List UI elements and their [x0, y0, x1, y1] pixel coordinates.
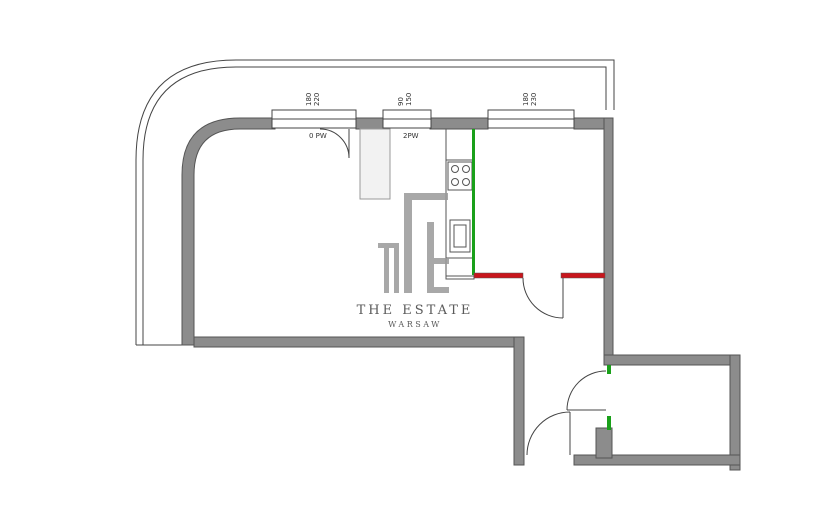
exterior-walls	[181, 117, 741, 471]
window-1-bottom-label: 220	[313, 93, 321, 106]
window-2-bottom-label: 150	[405, 93, 413, 106]
window-3-top-label: 180	[522, 93, 530, 106]
kitchen-unit	[445, 128, 475, 280]
balcony-railing	[135, 59, 615, 346]
window-3-bottom-label: 230	[530, 93, 538, 106]
demolition-walls	[472, 129, 611, 430]
window-1-top-label: 180	[305, 93, 313, 106]
window-2-top-label: 90	[397, 97, 405, 106]
balcony-door	[319, 128, 350, 159]
window-labels: 180 220 90 150 180 230 0 PW 2PW	[305, 93, 538, 140]
te-monogram	[378, 193, 449, 293]
door-note: 0 PW	[309, 132, 327, 140]
logo-subtitle: WARSAW	[388, 320, 442, 329]
estate-logo: THE ESTATE WARSAW	[357, 193, 474, 329]
interior-doors	[522, 277, 607, 456]
windows	[271, 109, 575, 129]
window-note: 2PW	[403, 132, 419, 140]
logo-title: THE ESTATE	[357, 303, 474, 318]
kitchen-island	[359, 128, 391, 200]
new-walls	[473, 272, 606, 279]
